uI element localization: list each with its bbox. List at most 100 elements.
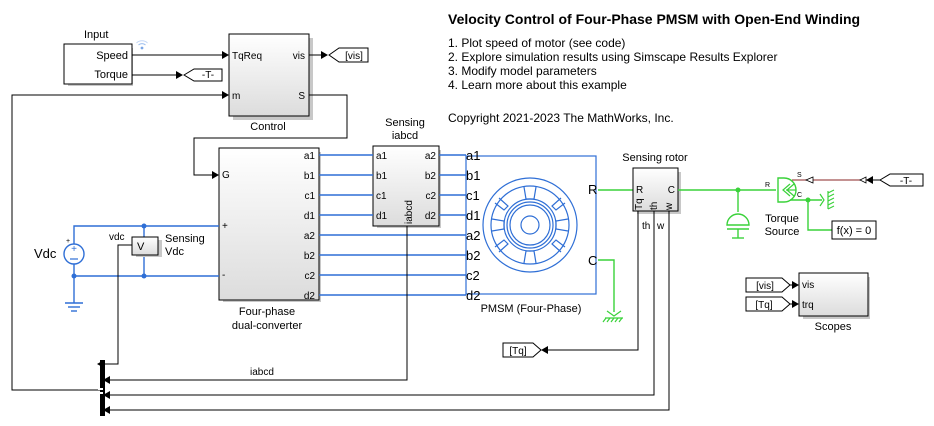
input-block-label: Input (84, 29, 108, 41)
svg-text:Vdc: Vdc (34, 246, 57, 261)
svg-text:b2: b2 (425, 171, 437, 182)
converter-port-minus: - (222, 270, 225, 281)
svg-text:a2: a2 (466, 228, 480, 243)
signal-label-vdc: vdc (109, 232, 125, 243)
svg-text:[Tq]: [Tq] (509, 346, 526, 357)
svg-text:Tq: Tq (634, 198, 645, 210)
pmsm-input-ports: a1 b1 c1 d1 a2 b2 c2 d2 (466, 148, 480, 303)
goto-tag-T[interactable]: -T- (183, 68, 223, 82)
signal-vdc-to-mux[interactable] (104, 244, 132, 365)
converter-label-line1: Four-phase (239, 306, 295, 318)
svg-text:d2: d2 (304, 291, 316, 302)
control-block[interactable]: TqReq m vis S Control (228, 33, 313, 133)
signal-s-to-g[interactable] (193, 94, 348, 176)
pmsm-block[interactable]: a1 b1 c1 d1 a2 b2 c2 d2 (465, 148, 597, 315)
elec-wire-vdc-plus[interactable] (73, 225, 219, 244)
svg-text:+: + (71, 244, 77, 255)
annotation-item-plot-speed[interactable]: 1. Plot speed of motor (see code) (448, 36, 625, 50)
svg-text:c2: c2 (304, 271, 315, 282)
input-block[interactable]: Input Speed Torque (63, 29, 148, 86)
mech-wire-to-solver[interactable] (807, 200, 832, 231)
svg-text:C: C (668, 185, 675, 196)
mechanical-reference-icon (819, 189, 835, 210)
pmsm-label: PMSM (Four-Phase) (481, 303, 582, 315)
svg-text:+: + (66, 238, 70, 245)
svg-text:th: th (649, 202, 660, 210)
svg-text:b1: b1 (466, 168, 480, 183)
annotation-item-explore-results[interactable]: 2. Explore simulation results using Sims… (448, 50, 777, 64)
svg-text:V: V (137, 241, 145, 253)
sensing-vdc-block[interactable]: V Sensing Vdc vdc (109, 232, 205, 258)
svg-text:Sensing rotor: Sensing rotor (622, 152, 688, 164)
svg-text:d2: d2 (425, 211, 437, 222)
control-port-m: m (232, 91, 240, 102)
svg-text:[vis]: [vis] (756, 281, 774, 292)
signal-mux-to-m[interactable] (11, 94, 222, 391)
svg-text:C: C (797, 192, 802, 199)
svg-text:f(x) = 0: f(x) = 0 (837, 225, 872, 237)
electrical-ground-icon (65, 302, 83, 312)
svg-text:vis: vis (802, 280, 814, 291)
model-title: Velocity Control of Four-Phase PMSM with… (448, 11, 860, 27)
svg-text:a2: a2 (425, 151, 437, 162)
svg-text:R: R (765, 182, 770, 189)
svg-text:trq: trq (802, 300, 814, 311)
mech-wire-c-ground[interactable] (598, 259, 615, 312)
converter-port-g: G (222, 170, 230, 181)
from-tag-vis[interactable]: [vis] (745, 277, 791, 293)
svg-text:Scopes: Scopes (815, 321, 852, 333)
svg-text:[Tq]: [Tq] (755, 300, 772, 311)
elec-wire-vdc-minus[interactable] (73, 264, 219, 277)
scopes-block[interactable]: vis trq Scopes (798, 272, 870, 333)
annotation-item-modify-params[interactable]: 3. Modify model parameters (448, 64, 597, 78)
from-tag-tq[interactable]: [Tq] (745, 296, 791, 312)
svg-text:c1: c1 (466, 188, 480, 203)
converter-label-line2: dual-converter (232, 320, 303, 332)
signal-w-to-mux[interactable] (110, 211, 670, 411)
signal-th-to-mux[interactable] (110, 211, 655, 396)
goto-tag-vis[interactable]: [vis] (328, 47, 369, 63)
motor-icon (482, 177, 578, 273)
torque-source-block[interactable]: R C S Torque Source (765, 172, 802, 238)
vdc-source-block[interactable]: Vdc + + (34, 238, 85, 265)
svg-text:[vis]: [vis] (345, 51, 363, 62)
svg-text:c2: c2 (425, 191, 436, 202)
svg-text:d1: d1 (376, 211, 388, 222)
signal-iabcd-to-mux[interactable] (110, 226, 408, 381)
svg-text:d1: d1 (466, 208, 480, 223)
svg-text:a2: a2 (304, 231, 316, 242)
solver-configuration-block[interactable]: f(x) = 0 (831, 220, 877, 240)
input-port-torque: Torque (94, 69, 128, 81)
signal-label-w: w (656, 221, 665, 232)
copyright-text: Copyright 2021-2023 The MathWorks, Inc. (448, 111, 674, 125)
goto-tag-tq[interactable]: [Tq] (502, 342, 542, 358)
converter-port-plus: + (222, 221, 228, 232)
svg-text:d2: d2 (466, 288, 480, 303)
control-port-s: S (298, 91, 305, 102)
signal-label-th: th (642, 221, 650, 232)
control-port-tqreq: TqReq (232, 51, 262, 62)
pmsm-port-r: R (588, 182, 597, 197)
from-tag-T[interactable]: -T- (879, 173, 924, 187)
svg-text:iabcd: iabcd (392, 130, 418, 142)
sensing-rotor-block[interactable]: Sensing rotor R C Tq th w (622, 152, 688, 214)
control-block-label: Control (250, 121, 285, 133)
sensing-iabcd-port-iabcd: iabcd (404, 200, 415, 224)
control-port-vis: vis (293, 51, 305, 62)
converter-output-ports: a1 b1 c1 d1 a2 b2 c2 d2 (304, 151, 316, 302)
svg-text:-T-: -T- (900, 176, 912, 187)
electrical-wires-phase2[interactable] (319, 234, 466, 296)
converter-block[interactable]: G + - a1 b1 c1 d1 a2 b2 c2 d2 Four-phase… (218, 147, 321, 332)
signal-tq-to-goto[interactable] (548, 211, 639, 351)
sensing-iabcd-block[interactable]: Sensing iabcd a1 b1 c1 d1 a2 b2 c2 d2 ia… (372, 117, 441, 228)
svg-text:b1: b1 (304, 171, 316, 182)
svg-text:-T-: -T- (202, 70, 214, 81)
svg-text:Torque: Torque (765, 213, 799, 225)
svg-text:c1: c1 (376, 191, 387, 202)
annotation-item-learn-more[interactable]: 4. Learn more about this example (448, 78, 627, 92)
svg-text:Source: Source (765, 226, 800, 238)
electrical-wires-phase1[interactable] (319, 154, 466, 216)
mux-block[interactable] (98, 360, 105, 416)
signal-label-iabcd: iabcd (250, 367, 274, 378)
